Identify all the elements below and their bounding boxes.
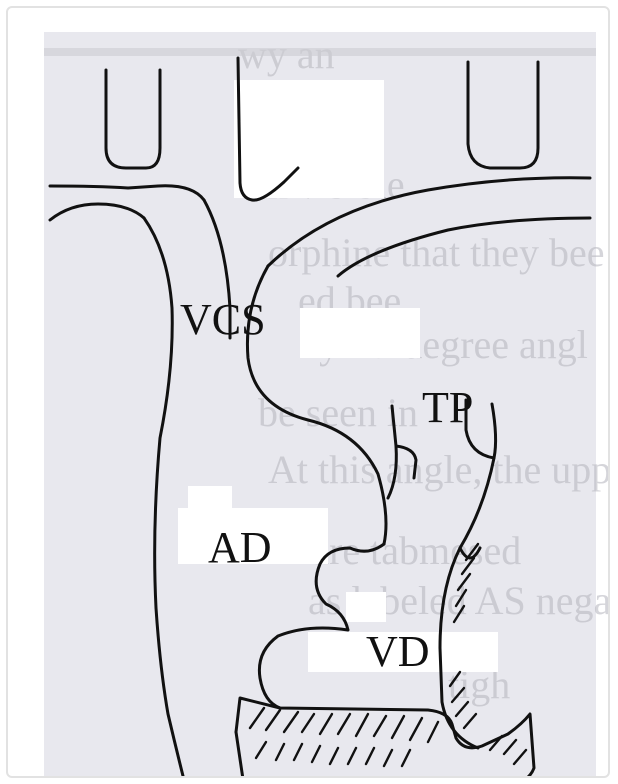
vcs-label: VCS xyxy=(180,295,266,344)
image-frame: wy an h visible orphine that they bee ed… xyxy=(6,6,610,778)
svg-text:At this angle, the upper: At this angle, the upper xyxy=(268,447,610,492)
tp-label: TP xyxy=(422,383,473,432)
ad-label: AD xyxy=(208,523,272,572)
vd-label: VD xyxy=(366,627,430,676)
svg-text:wy an: wy an xyxy=(238,32,335,77)
svg-text:orphine that they bee: orphine that they bee xyxy=(268,230,605,275)
heart-vessels-diagram: wy an h visible orphine that they bee ed… xyxy=(8,8,610,778)
